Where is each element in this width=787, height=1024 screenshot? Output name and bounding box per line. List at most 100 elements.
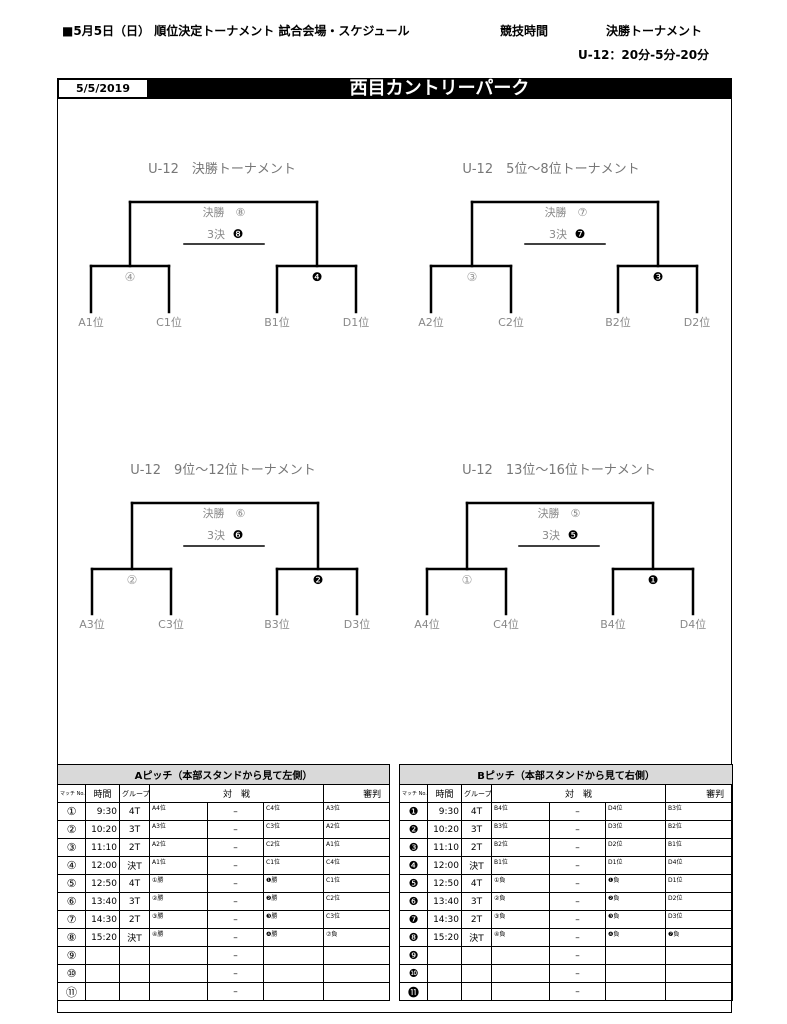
away-team: ❸勝	[263, 910, 324, 929]
bracket-title: U-12 9位〜12位トーナメント	[130, 463, 316, 478]
versus-dash: –	[549, 856, 606, 875]
away-team: ❷勝	[263, 892, 324, 911]
match-time: 14:30	[427, 910, 462, 929]
match-group: 3T	[461, 820, 492, 839]
home-team: ②負	[491, 892, 550, 911]
match-group	[461, 946, 492, 965]
right-semi-match-number: ❹	[312, 270, 323, 284]
away-team: ❹勝	[263, 928, 324, 947]
match-number: ❸	[399, 838, 428, 857]
referee	[664, 982, 734, 1001]
team-label: A3位	[79, 617, 105, 631]
home-team: ①負	[491, 874, 550, 893]
right-semi-match-number: ❷	[313, 573, 324, 587]
final-match-label: 決勝 ⑥	[203, 506, 246, 520]
versus-dash: –	[549, 910, 606, 929]
header-match-no: マッチ No.	[57, 784, 86, 803]
referee	[322, 946, 391, 965]
referee: C4位	[322, 856, 391, 875]
referee	[664, 946, 734, 965]
table-row: ❿–	[399, 964, 734, 983]
third-place-label: 3決	[549, 228, 567, 241]
home-team: ④負	[491, 928, 550, 947]
match-number: ④	[57, 856, 86, 875]
home-team	[491, 946, 550, 965]
team-label: C4位	[493, 617, 519, 631]
team-label: D4位	[680, 617, 706, 631]
match-number: ❽	[399, 928, 428, 947]
away-team: ❸負	[605, 910, 666, 929]
header-time: 時間	[85, 784, 120, 803]
home-team: B2位	[491, 838, 550, 857]
referee: B2位	[664, 820, 734, 839]
versus-dash: –	[549, 838, 606, 857]
versus-dash: –	[549, 820, 606, 839]
match-group: 決T	[461, 928, 492, 947]
competition-time-label: 競技時間	[500, 24, 549, 38]
match-number: ①	[57, 802, 86, 821]
match-number: ②	[57, 820, 86, 839]
match-time: 10:20	[85, 820, 120, 839]
match-time: 13:40	[85, 892, 120, 911]
versus-dash: –	[549, 874, 606, 893]
left-semi-match-number: ③	[467, 270, 478, 284]
header-time: 時間	[427, 784, 462, 803]
home-team	[149, 982, 208, 1001]
home-team: ③負	[491, 910, 550, 929]
home-team: ①勝	[149, 874, 208, 893]
match-time: 12:50	[85, 874, 120, 893]
home-team	[491, 964, 550, 983]
match-group: 3T	[461, 892, 492, 911]
match-number: ⑧	[57, 928, 86, 947]
versus-dash: –	[207, 982, 264, 1001]
final-match-label: 決勝 ⑤	[538, 506, 581, 520]
venue-name: 西目カントリーパーク	[349, 78, 530, 99]
table-row: ⑩–	[57, 964, 391, 983]
referee: D4位	[664, 856, 734, 875]
away-team: C3位	[263, 820, 324, 839]
versus-dash: –	[207, 928, 264, 947]
home-team	[149, 946, 208, 965]
third-place-match-number: ❻	[233, 528, 244, 542]
team-label: C1位	[156, 315, 182, 329]
table-row: ⑨–	[57, 946, 391, 965]
match-time	[427, 964, 462, 983]
team-label: C3位	[158, 617, 184, 631]
match-time	[85, 946, 120, 965]
referee: C2位	[322, 892, 391, 911]
home-team: A1位	[149, 856, 208, 875]
versus-dash: –	[207, 892, 264, 911]
final-tournament-label: 決勝トーナメント	[606, 24, 703, 38]
final-match-label: 決勝 ⑧	[203, 205, 246, 219]
away-team	[263, 982, 324, 1001]
away-team	[605, 946, 666, 965]
match-number: ❿	[399, 964, 428, 983]
referee: C3位	[322, 910, 391, 929]
match-time: 12:50	[427, 874, 462, 893]
away-team: C2位	[263, 838, 324, 857]
match-time: 9:30	[427, 802, 462, 821]
match-group: 決T	[119, 856, 150, 875]
referee: ⑦負	[322, 928, 391, 947]
header-group: グループ	[119, 784, 150, 803]
schedule-frame: 5/5/2019 西目カントリーパーク	[57, 78, 732, 1013]
match-number: ❶	[399, 802, 428, 821]
table-row: ⓫–	[399, 982, 734, 1001]
home-team: A2位	[149, 838, 208, 857]
match-number: ❻	[399, 892, 428, 911]
home-team: B1位	[491, 856, 550, 875]
match-time	[85, 982, 120, 1001]
referee: ❼負	[664, 928, 734, 947]
match-group: 決T	[461, 856, 492, 875]
bracket-title: U-12 5位〜8位トーナメント	[462, 162, 639, 177]
left-semi-match-number: ①	[462, 573, 473, 587]
